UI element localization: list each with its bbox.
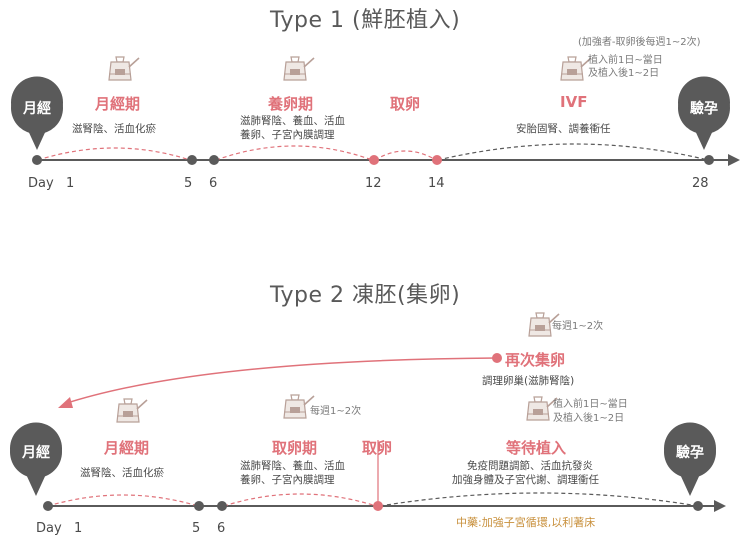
type2-day-label: Day	[36, 521, 62, 536]
type1-day-28: 28	[692, 176, 709, 191]
type2-phase-2-name: 取卵期	[272, 439, 318, 457]
type1-arc-2	[215, 145, 373, 161]
herb-pot-icon	[116, 398, 148, 423]
type1-phase-2-note2: 養卵、子宮內膜調理	[240, 129, 335, 141]
type2-dot-1	[43, 501, 53, 511]
type1-dot-14	[432, 155, 442, 165]
herb-pot-icon	[108, 56, 140, 81]
type2-start-label: 月經	[22, 445, 50, 461]
type2-phase-4-name: 等待植入	[506, 439, 567, 457]
type2-axis-arrow	[714, 500, 726, 512]
type1-dot-1	[32, 155, 42, 165]
type1-start-label: 月經	[23, 101, 51, 117]
type2-phase-2-freq: 每週1~2次	[310, 406, 362, 417]
type1-phase-1-note: 滋腎陰、活血化瘀	[72, 123, 156, 135]
type1-day-6: 6	[209, 176, 218, 191]
type1-phase-1-name: 月經期	[95, 95, 141, 113]
type2-phase-2-note2: 養卵、子宮內膜調理	[240, 474, 335, 486]
type1-ivf-info-1: (加強者-取卵後每週1~2次)	[578, 37, 701, 48]
type1-dot-6	[209, 155, 219, 165]
herb-pot-icon	[560, 56, 592, 81]
type2-arc-3	[379, 492, 699, 507]
type1-dot-12	[369, 155, 379, 165]
type2-end-label: 驗孕	[676, 445, 704, 461]
type2-dot-retrieval	[373, 501, 383, 511]
type1-phase-4-note: 安胎固腎、調養衝任	[516, 123, 611, 135]
type2-return-arrow	[63, 357, 498, 405]
herb-pot-icon	[283, 56, 315, 81]
type2-dot-5	[194, 501, 204, 511]
type2-dot-6	[217, 501, 227, 511]
type2-phase-3-name: 取卵	[362, 439, 393, 457]
type1-day-5: 5	[184, 176, 193, 191]
type2-footer: 中藥:加強子宮循環,以利著床	[456, 516, 596, 529]
type1-ivf-info-3: 及植入後1~2日	[588, 68, 660, 79]
type1-ivf-info-2: 植入前1日~當日	[588, 55, 663, 66]
type1-phase-3-name: 取卵	[390, 95, 421, 113]
type1-dot-28	[704, 155, 714, 165]
type1-day-1: 1	[66, 176, 75, 191]
type2-day-5: 5	[192, 521, 201, 536]
type2-day-1: 1	[74, 521, 83, 536]
type1-arc-1	[37, 147, 191, 161]
type1-phase-4-name: IVF	[560, 93, 588, 111]
type2-phase-4-info2: 及植入後1~2日	[553, 413, 625, 424]
type1-arc-4	[437, 143, 709, 161]
type2-day-6: 6	[217, 521, 226, 536]
type1-day-14: 14	[428, 176, 445, 191]
type1-phase-2-name: 養卵期	[268, 95, 314, 113]
type2-phase-4-note1: 免疫問題調節、活血抗發炎	[467, 460, 593, 472]
type2-arc-2	[223, 493, 377, 507]
type2-title: Type 2 凍胚(集卵)	[270, 283, 461, 308]
type1-phase-2-note1: 滋肺腎陰、養血、活血	[240, 115, 345, 127]
type2-phase-4-info1: 植入前1日~當日	[553, 399, 628, 410]
type1-dot-5	[187, 155, 197, 165]
type2-dot-recollect	[492, 353, 502, 363]
type2-dot-end	[693, 501, 703, 511]
type2-arc-1	[47, 494, 199, 507]
type2-phase-5-name: 再次集卵	[505, 351, 566, 369]
type1-end-label: 驗孕	[690, 101, 718, 117]
type2-phase-2-note1: 滋肺腎陰、養血、活血	[240, 460, 345, 472]
type2-phase-1-name: 月經期	[104, 439, 150, 457]
type2-phase-4-note2: 加強身體及子宮代謝、調理衝任	[452, 474, 599, 486]
type2-phase-5-note: 調理卵巢(滋肺腎陰)	[482, 375, 575, 387]
type1-axis-arrow	[728, 154, 740, 166]
type2-phase-1-note: 滋腎陰、活血化瘀	[80, 467, 164, 479]
type1-arc-3	[374, 150, 437, 161]
type1-title: Type 1 (鮮胚植入)	[270, 8, 461, 33]
type2-phase-5-freq: 每週1~2次	[552, 321, 604, 332]
type1-day-label: Day	[28, 176, 54, 191]
type1-day-12: 12	[365, 176, 382, 191]
